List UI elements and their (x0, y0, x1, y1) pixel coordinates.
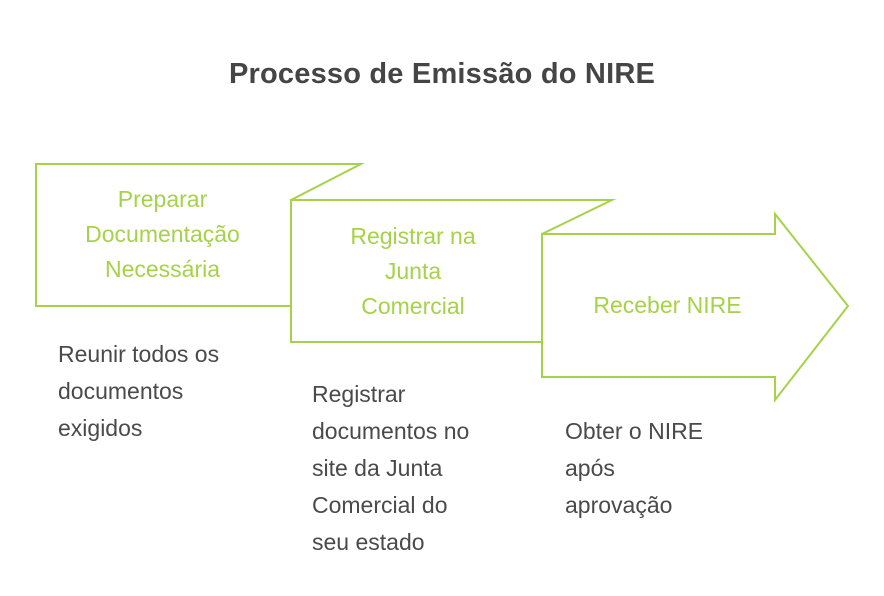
step-caption-2: Registrar documentos no site da Junta Co… (312, 381, 470, 555)
step-caption-1: Reunir todos os documentos exigidos (58, 341, 220, 441)
step-caption-3: Obter o NIRE após aprovação (565, 418, 704, 518)
page-title: Processo de Emissão do NIRE (228, 58, 656, 90)
step-label-3: Receber NIRE (593, 292, 742, 318)
arrow-shape-step-3[interactable] (541, 211, 850, 403)
step-label-2: Registrar na Junta Comercial (350, 223, 476, 319)
step-label-1: Preparar Documentação Necessária (85, 186, 240, 282)
